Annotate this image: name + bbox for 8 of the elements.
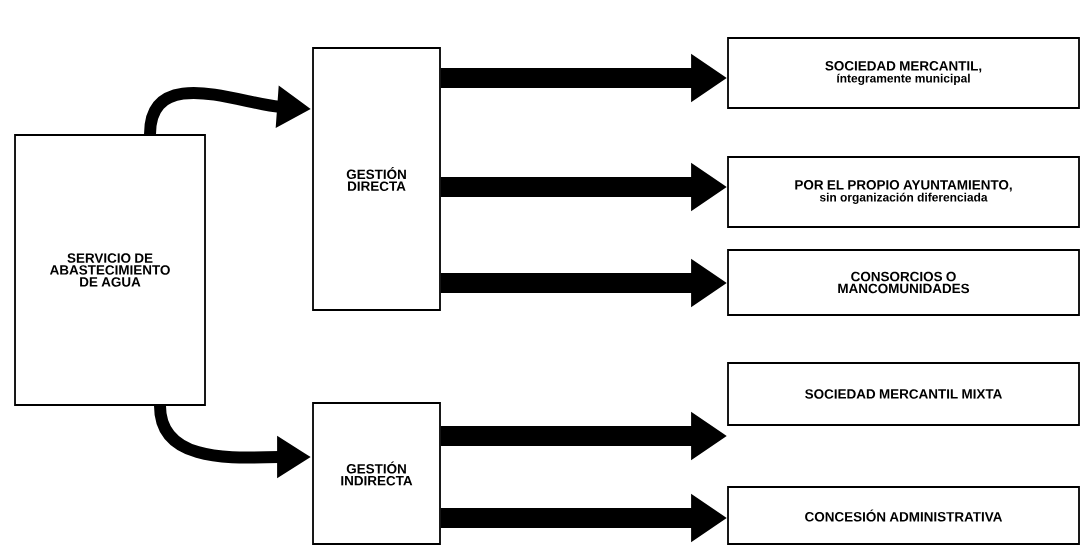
process-box: CONSORCIOS O MANCOMUNIDADES — [727, 249, 1080, 316]
process-box: GESTIÓN INDIRECTA — [312, 402, 441, 545]
process-box: SERVICIO DE ABASTECIMIENTO DE AGUA — [14, 134, 206, 406]
process-box: SOCIEDAD MERCANTIL MIXTA — [727, 362, 1080, 426]
process-box: GESTIÓN DIRECTA — [312, 47, 441, 311]
process-box: POR EL PROPIO AYUNTAMIENTO, sin organización diferenciada — [727, 156, 1080, 228]
process-box: SOCIEDAD MERCANTIL, íntegramente municipal — [727, 37, 1080, 109]
process-box: CONCESIÓN ADMINISTRATIVA — [727, 486, 1080, 545]
